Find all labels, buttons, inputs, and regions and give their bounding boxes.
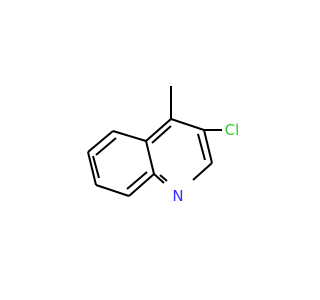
bond-c7-c8	[170, 118, 205, 131]
bond-c3-c7	[145, 118, 172, 142]
bond-c4-c5	[128, 173, 155, 197]
bond-c2-c3	[112, 130, 147, 142]
bond-c5-c6	[95, 184, 130, 197]
bond-c8-c9	[203, 129, 213, 164]
bond-n-c4	[153, 173, 165, 184]
bond-c6-c1	[87, 151, 97, 186]
bond-c3-c4	[145, 140, 155, 175]
bond-c1-c2	[87, 130, 114, 153]
bond-inner-1	[95, 137, 117, 156]
nitrogen-atom-label: N	[172, 187, 183, 205]
bond-c9-n	[192, 162, 213, 181]
bond-inner-2	[126, 171, 148, 190]
bond-inner-5	[197, 133, 206, 161]
bond-inner-3	[92, 155, 100, 179]
molecule-structure: N Cl	[87, 86, 240, 205]
bond-inner-6	[159, 174, 168, 182]
bond-inner-4	[151, 125, 172, 144]
chlorine-atom-label: Cl	[225, 121, 240, 139]
